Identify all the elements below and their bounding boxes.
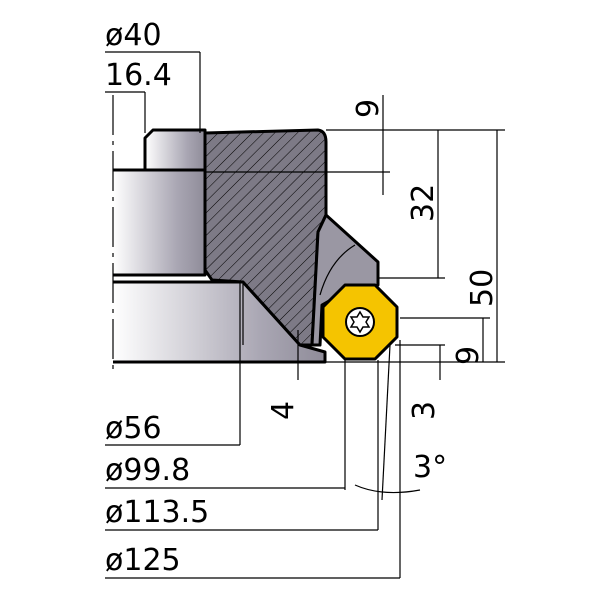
insert-pocket	[310, 213, 380, 347]
dimension-lines	[105, 51, 498, 579]
dim-angle: 3°	[413, 450, 447, 485]
dim-total-height: 50	[465, 269, 500, 307]
dim-insert-height: 9	[451, 346, 486, 365]
dim-insert-offset: 3	[407, 401, 442, 420]
dim-d-mid: ø113.5	[105, 495, 209, 530]
extension-lines	[144, 52, 505, 578]
pocket-curve	[319, 244, 356, 296]
torx-icon	[349, 310, 371, 334]
dim-d-outer: ø125	[105, 543, 181, 578]
dim-top-step: 9	[351, 99, 386, 118]
body-shank	[113, 168, 207, 277]
hub-step	[143, 128, 207, 172]
dim-d-bore: ø40	[105, 18, 162, 53]
hatched-section	[203, 128, 328, 347]
dim-d-inner: ø99.8	[105, 453, 190, 488]
dim-d-flange: ø56	[105, 411, 162, 446]
dim-keyway: 16.4	[105, 58, 172, 93]
dim-bottom-step: 4	[266, 401, 301, 420]
dim-body-height: 32	[406, 184, 441, 222]
